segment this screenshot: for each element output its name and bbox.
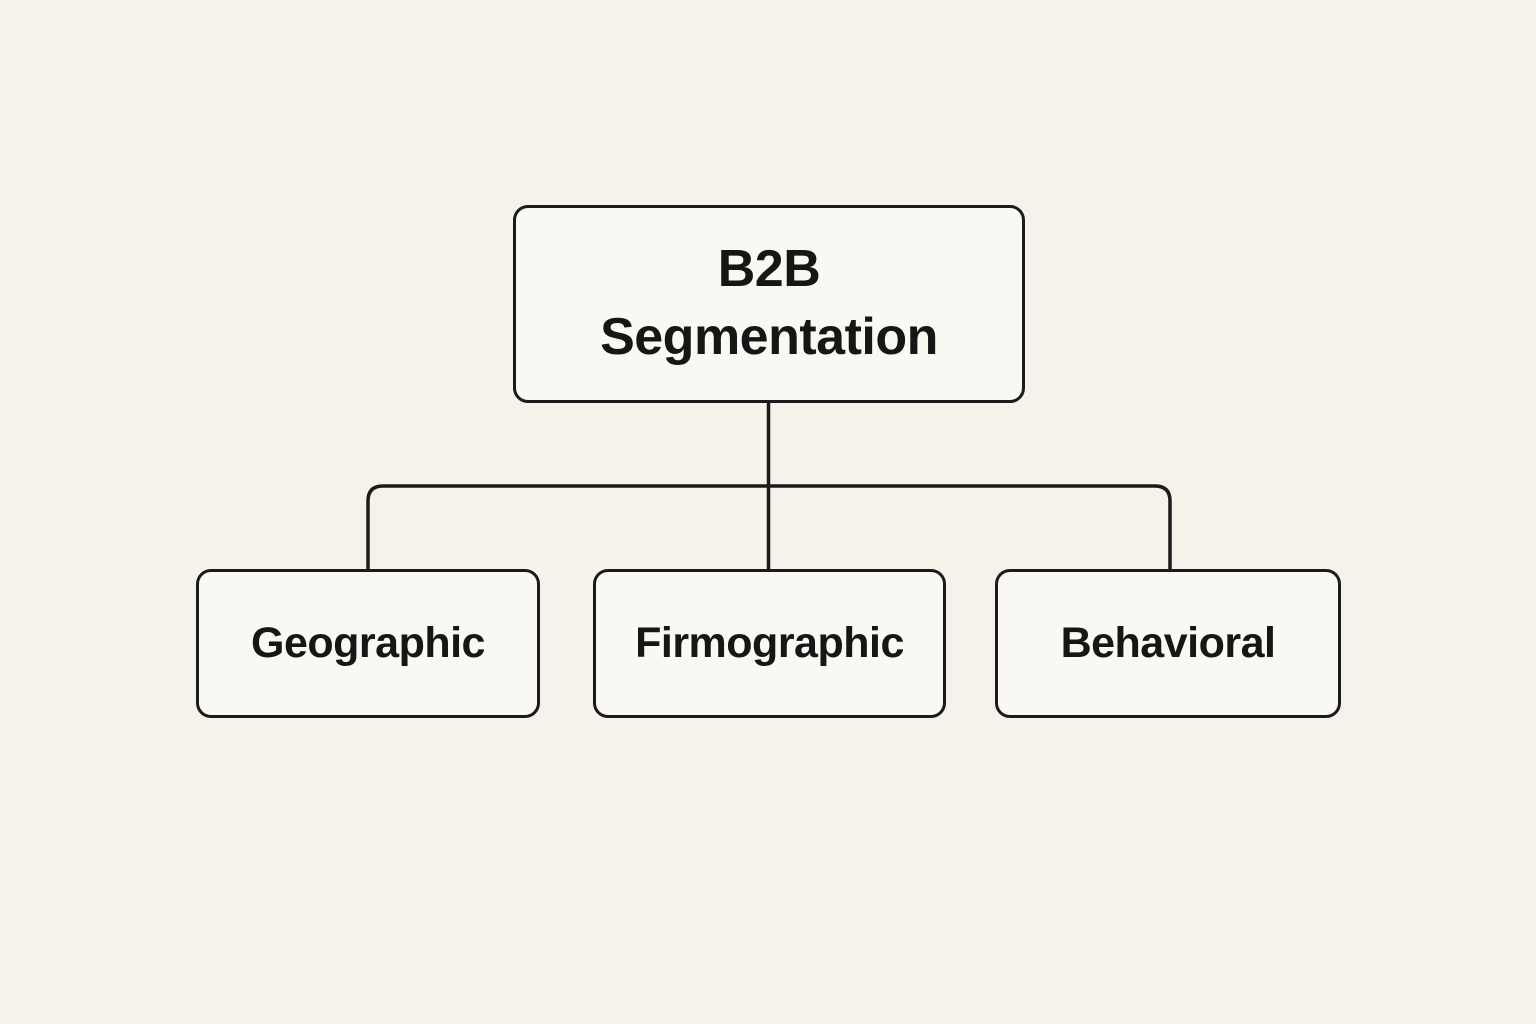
connector-branch-left-right <box>366 484 1172 569</box>
geographic-node-label: Geographic <box>251 619 485 667</box>
firmographic-node-label: Firmographic <box>635 619 904 667</box>
behavioral-node-label: Behavioral <box>1060 619 1276 667</box>
child-node-behavioral: Behavioral <box>995 569 1341 718</box>
root-node-label: B2B Segmentation <box>600 240 938 366</box>
root-node-b2b-segmentation: B2B Segmentation <box>513 205 1025 403</box>
child-node-firmographic: Firmographic <box>593 569 946 718</box>
child-node-geographic: Geographic <box>196 569 540 718</box>
